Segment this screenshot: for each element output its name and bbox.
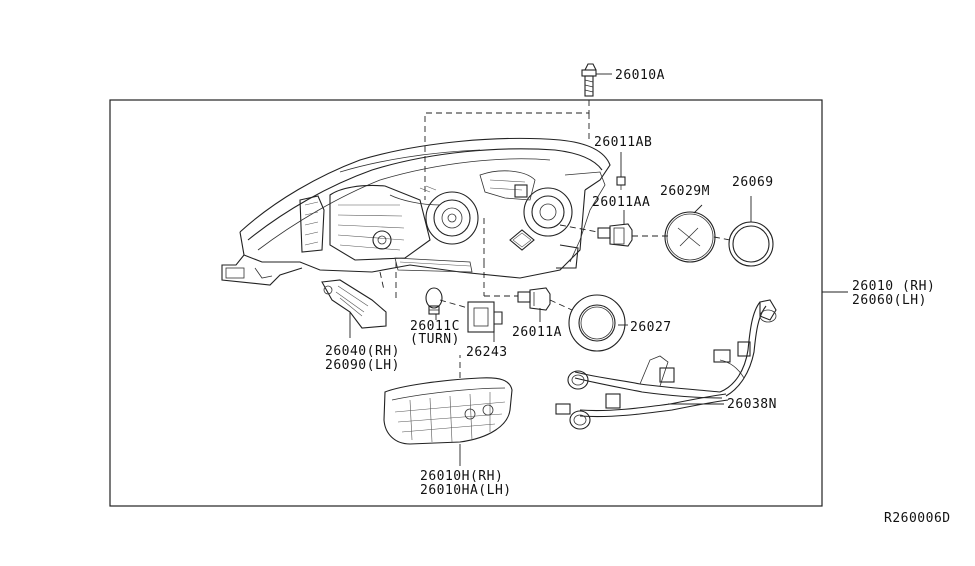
label-26069: 26069 xyxy=(732,175,774,190)
label-26029M: 26029M xyxy=(660,184,710,199)
label-26060-lh: 26060(LH) xyxy=(852,293,927,308)
label-26011C-turn: (TURN) xyxy=(410,332,460,347)
label-26011A: 26011A xyxy=(512,325,562,340)
diagram-id: R260006D xyxy=(884,511,951,526)
clip-26011AB xyxy=(616,152,626,190)
seal-26027 xyxy=(568,294,628,352)
label-26038N: 26038N xyxy=(727,397,777,412)
harness-26038N xyxy=(555,299,777,430)
bulb-26011AA xyxy=(597,210,633,247)
label-26040-rh: 26040(RH) xyxy=(325,344,400,359)
label-26011C: 26011C xyxy=(410,319,460,334)
label-26027: 26027 xyxy=(630,320,672,335)
lower-cover-26010H xyxy=(383,355,513,466)
label-26011AA: 26011AA xyxy=(592,195,650,210)
label-26090-lh: 26090(LH) xyxy=(325,358,400,373)
socket-26243 xyxy=(467,301,503,342)
bulb-26011C xyxy=(425,287,443,320)
label-26011AB: 26011AB xyxy=(594,135,652,150)
label-26010-rh: 26010 (RH) xyxy=(852,279,935,294)
bolt-26010A xyxy=(581,63,612,97)
bracket-26040 xyxy=(321,262,397,338)
bulb-26011A xyxy=(517,287,551,322)
label-26010A: 26010A xyxy=(615,68,665,83)
label-26243: 26243 xyxy=(466,345,508,360)
label-26010H-rh: 26010H(RH) xyxy=(420,469,503,484)
headlamp-housing xyxy=(221,137,611,286)
seal-ring-26069 xyxy=(728,196,774,267)
assembly-frame xyxy=(109,99,823,507)
cap-26029M xyxy=(664,204,716,263)
label-26010HA-lh: 26010HA(LH) xyxy=(420,483,512,498)
